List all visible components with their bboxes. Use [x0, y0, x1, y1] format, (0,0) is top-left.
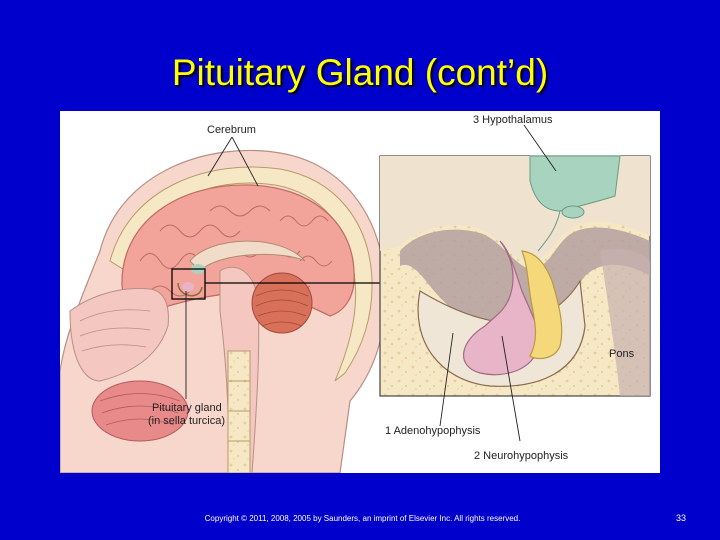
copyright-footer: Copyright © 2011, 2008, 2005 by Saunders… — [204, 514, 521, 523]
adenohypophysis-leader — [439, 332, 454, 427]
nasal-cavity — [69, 287, 169, 382]
pons-region — [600, 249, 650, 396]
neurohypophysis-leader — [501, 335, 521, 442]
label-pons: Pons — [609, 348, 635, 360]
cerebellum-folia — [255, 289, 309, 327]
hypothalamus-region — [529, 155, 621, 212]
cerebrum-leader-1 — [207, 136, 233, 177]
neurohypophysis-shape — [521, 250, 563, 360]
zoom-box — [171, 268, 206, 300]
pituitary-small — [182, 282, 194, 292]
label-pituitary-line1: Pituitary gland — [152, 402, 222, 414]
cerebrum-leader-2 — [231, 136, 259, 187]
hypothalamus-leader — [523, 124, 557, 172]
head-section — [60, 149, 387, 473]
page-number: 33 — [676, 513, 687, 523]
cerebellum — [251, 272, 313, 334]
leader-lines — [185, 124, 557, 442]
label-cerebrum: Cerebrum — [207, 124, 256, 136]
label-adenohypophysis: 1 Adenohypophysis — [385, 425, 481, 437]
diaphragm-sellae — [400, 227, 650, 332]
skull — [109, 166, 373, 382]
slide-title: Pituitary Gland (cont’d) — [171, 52, 549, 93]
inset-enlargement — [379, 155, 651, 397]
label-pituitary-line2: (in sella turcica) — [148, 415, 225, 427]
corpus-callosum — [189, 240, 306, 272]
spine — [227, 350, 251, 473]
adenohypophysis-shape — [462, 240, 539, 376]
pituitary-illustration: Cerebrum 3 Hypothalamus Pons Pituitary g… — [60, 111, 660, 473]
label-neurohypophysis: 2 Neurohypophysis — [474, 450, 569, 462]
label-hypothalamus: 3 Hypothalamus — [473, 114, 553, 126]
anatomy-drawing: Cerebrum 3 Hypothalamus Pons Pituitary g… — [60, 114, 651, 473]
